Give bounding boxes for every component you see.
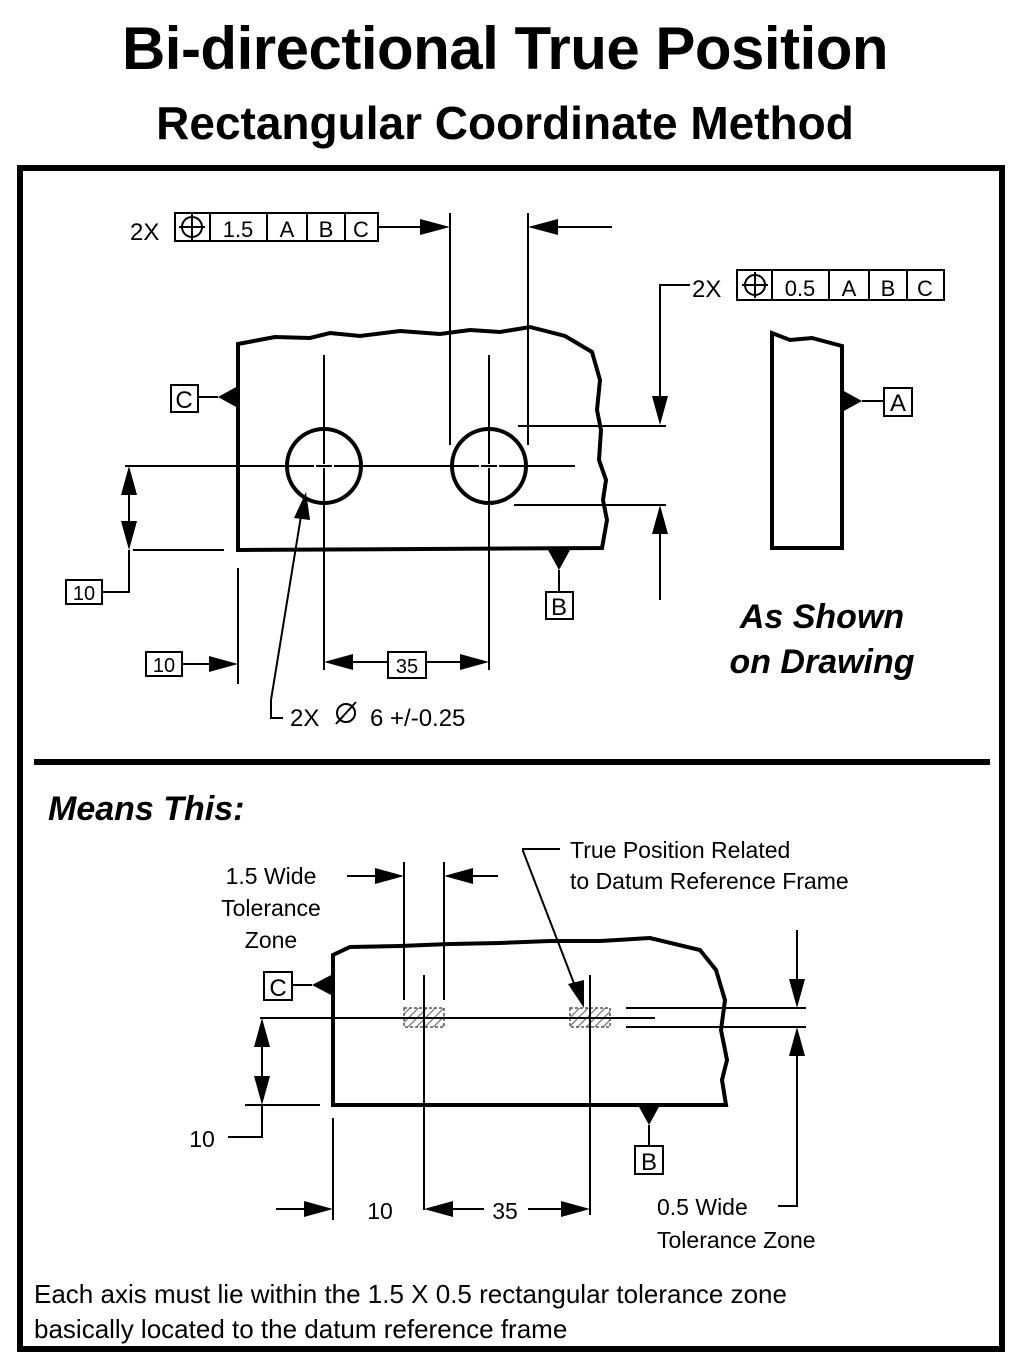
datum-a-symbol: A (842, 387, 913, 417)
side-view-outline (770, 330, 844, 550)
zone-wide-line-2: Tolerance (221, 895, 321, 921)
caption-line-1: As Shown (739, 598, 904, 636)
frame1-datum-3: C (353, 217, 369, 242)
page-subtitle: Rectangular Coordinate Method (156, 97, 854, 149)
zone-wide-line-1: 1.5 Wide (226, 863, 317, 889)
bottom-datum-c-label: C (269, 975, 286, 1002)
position-icon (179, 214, 205, 240)
top-hole-count: 2X (290, 705, 319, 732)
part-outline (236, 324, 610, 553)
zone-narrow-line-1: 0.5 Wide (657, 1194, 748, 1220)
diameter-icon (335, 701, 357, 725)
frame2-datum-2: B (881, 276, 896, 301)
zone-wide-line-3: Zone (245, 927, 297, 953)
datum-a-label: A (890, 390, 906, 417)
position-icon (742, 272, 768, 298)
frame2-datum-3: C (917, 276, 933, 301)
bottom-dim-spacing: 35 (492, 1198, 518, 1224)
zone-narrow-line-2: Tolerance Zone (657, 1227, 816, 1253)
frame1-datum-1: A (280, 217, 295, 242)
frame2-datum-1: A (842, 276, 857, 301)
frame1-count: 2X (130, 219, 159, 246)
bottom-datum-b-label: B (641, 1149, 657, 1176)
bottom-dim-horizontal: 10 (367, 1198, 393, 1224)
frame2-count: 2X (692, 276, 721, 303)
top-dim-spacing: 35 (396, 656, 418, 678)
true-position-line-1: True Position Related (570, 837, 790, 863)
top-dim-vertical: 10 (73, 583, 95, 605)
frame1-tolerance: 1.5 (223, 217, 254, 242)
caption-line-2: on Drawing (729, 643, 914, 681)
feature-control-frame-2: 2X 0.5 A B C (652, 269, 945, 425)
frame2-tolerance: 0.5 (785, 276, 816, 301)
frame1-datum-2: B (319, 217, 334, 242)
bottom-datum-c-symbol: C (263, 971, 333, 1002)
bottom-dim-vertical: 10 (189, 1126, 215, 1152)
true-position-line-2: to Datum Reference Frame (570, 868, 849, 894)
top-dim-horizontal: 10 (153, 655, 175, 677)
outer-frame (17, 165, 1005, 1352)
bottom-panel: Means This: 1.5 Wide Tolerance Zone True… (34, 790, 849, 1344)
bottom-part-outline (331, 935, 730, 1107)
page-title: Bi-directional True Position (121, 15, 889, 82)
top-hole-size: 6 +/-0.25 (370, 705, 465, 732)
datum-b-symbol: B (545, 550, 574, 621)
note-line-2: basically located to the datum reference… (34, 1314, 567, 1344)
datum-b-label: B (551, 594, 567, 621)
top-panel: 2X 1.5 A B C 2X (65, 212, 945, 732)
feature-control-frame-1: 2X 1.5 A B C (130, 212, 450, 246)
note-line-1: Each axis must lie within the 1.5 X 0.5 … (34, 1279, 787, 1309)
datum-c-label: C (175, 387, 192, 414)
datum-c-symbol: C (170, 384, 238, 414)
means-this-heading: Means This: (48, 790, 244, 828)
bottom-datum-b-symbol: B (634, 1105, 664, 1176)
